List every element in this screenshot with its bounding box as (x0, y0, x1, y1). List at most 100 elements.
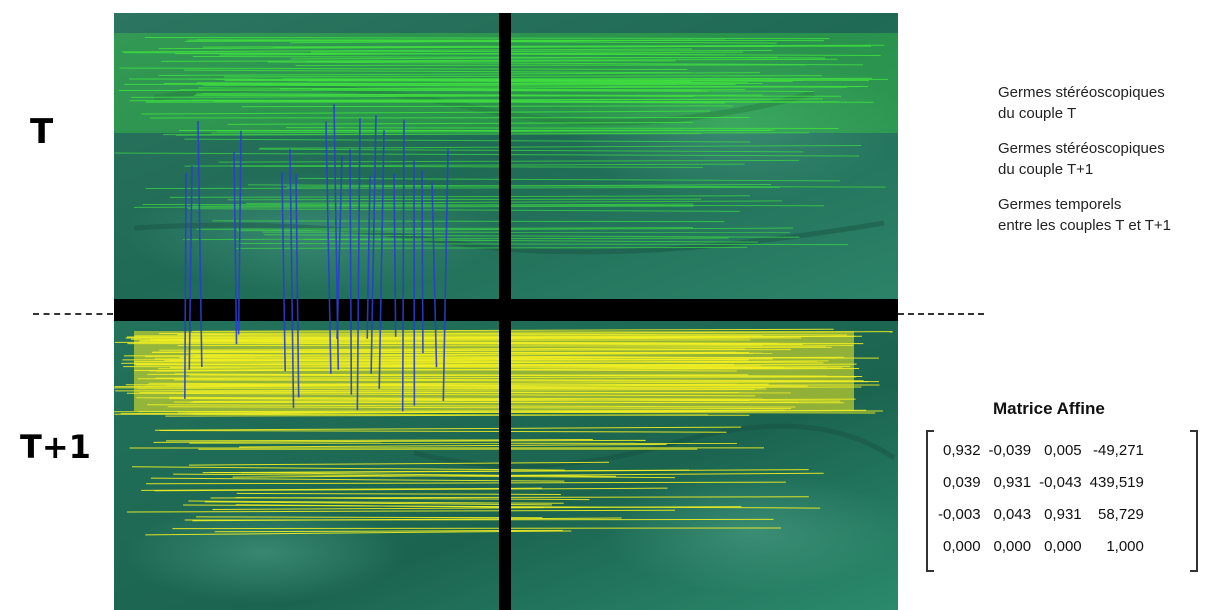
blue-match-line (349, 149, 353, 395)
yellow-match-line (196, 516, 543, 519)
yellow-match-line (189, 349, 792, 351)
green-match-line (114, 152, 860, 157)
terrain-highlight (124, 503, 404, 603)
green-match-line (198, 87, 701, 91)
green-match-line (241, 105, 733, 108)
matrix-cell: 58,729 (1097, 505, 1144, 523)
matrix-row: -0,003 0,043 0,931 58,729 (934, 498, 1148, 530)
green-match-line (196, 227, 693, 230)
yellow-match-line (154, 358, 747, 361)
green-match-line (188, 208, 740, 212)
yellow-match-line (153, 439, 646, 443)
yellow-match-line (153, 337, 802, 341)
green-match-line (184, 138, 751, 143)
yellow-match-line (239, 443, 667, 448)
terrain-highlight (604, 473, 898, 593)
blue-match-line (237, 130, 242, 335)
yellow-match-line (130, 335, 862, 340)
yellow-match-line (187, 364, 761, 369)
blue-match-line (378, 130, 385, 389)
row-label-t: T (30, 112, 54, 152)
yellow-match-line (138, 340, 803, 345)
green-match-line (216, 129, 682, 132)
yellow-match-line (183, 383, 769, 388)
yellow-match-line (145, 481, 786, 485)
green-match-line (295, 64, 806, 67)
green-match-line (227, 121, 693, 125)
green-match-line (131, 94, 763, 98)
legend-green-line1: Germes stéréoscopiques (998, 84, 1165, 101)
legend-blue-line1: Germes temporels (998, 196, 1122, 213)
yellow-match-line (174, 379, 880, 383)
green-match-line (184, 69, 692, 74)
green-match-line (224, 75, 822, 78)
legend-item-yellow: Germes stéréoscopiques du couple T+1 (942, 138, 1204, 194)
green-match-line (264, 234, 800, 238)
affine-matrix: 0,932 -0,039 0,005 -49,271 0,039 0,931 -… (926, 430, 1198, 572)
green-match-line (231, 165, 704, 168)
matrix-cell: -0,003 (938, 505, 981, 523)
green-match-line (235, 246, 748, 249)
matrix-cell: 0,932 (943, 441, 981, 459)
aerial-image-mosaic (114, 13, 898, 610)
legend-blue-line2: entre les couples T et T+1 (998, 217, 1172, 234)
green-match-line (298, 177, 840, 182)
yellow-match-line (123, 352, 753, 357)
green-match-line (142, 203, 824, 207)
yellow-match-line (202, 469, 690, 474)
blue-match-line (393, 173, 397, 337)
blue-match-line (295, 174, 300, 398)
row-label-t-plus-1: T+1 (20, 428, 91, 466)
yellow-match-line (120, 409, 867, 415)
yellow-match-line (126, 392, 756, 397)
matrix-cell: 439,519 (1089, 473, 1144, 491)
blue-match-line (421, 170, 424, 354)
matrix-row: 0,039 0,931 -0,043 439,519 (934, 466, 1148, 498)
yellow-match-line (183, 391, 791, 394)
yellow-match-line (126, 509, 676, 513)
green-match-line (224, 77, 873, 82)
green-match-line (144, 98, 823, 102)
green-match-line (158, 72, 760, 76)
legend-item-green: Germes stéréoscopiques du couple T (942, 82, 1204, 138)
blue-match-line (281, 172, 286, 372)
green-match-line (311, 89, 814, 92)
green-match-line (245, 52, 726, 56)
yellow-match-line (166, 384, 766, 388)
matrix-bracket-left (926, 430, 934, 572)
yellow-match-line (167, 406, 792, 410)
matrix-cell: 0,931 (1044, 505, 1082, 523)
yellow-match-line (183, 364, 851, 367)
green-match-line (311, 49, 773, 53)
matrix-cell: 0,005 (1044, 441, 1082, 459)
green-match-line (119, 67, 688, 71)
matrix-cell: 0,931 (993, 473, 1032, 491)
legend-green-line2: du couple T (998, 105, 1077, 122)
matrix-cell: 0,039 (943, 473, 981, 491)
yellow-match-line (204, 501, 552, 506)
yellow-match-line (211, 471, 617, 477)
yellow-match-line (165, 414, 708, 417)
green-match-line (272, 45, 872, 49)
yellow-match-line (176, 331, 893, 336)
yellow-match-line (169, 396, 767, 400)
green-match-line (145, 186, 781, 190)
green-match-line (187, 39, 777, 44)
green-match-line (267, 61, 863, 66)
yellow-match-line (150, 477, 565, 482)
blue-match-line (442, 149, 449, 401)
green-match-line (236, 227, 793, 232)
yellow-match-line (232, 472, 824, 478)
matrix-title: Matrice Affine (993, 399, 1105, 418)
matrix-cell: 1,000 (1106, 537, 1144, 555)
blue-temporal-matches (184, 104, 449, 412)
matrix-cell: -49,271 (1093, 441, 1144, 459)
yellow-match-line (159, 430, 727, 433)
matrix-cell: -0,043 (1039, 473, 1082, 491)
green-match-line (182, 237, 729, 241)
blue-match-line (289, 148, 295, 408)
yellow-match-line (114, 387, 767, 390)
yellow-match-line (140, 339, 751, 342)
green-match-line (141, 110, 711, 115)
